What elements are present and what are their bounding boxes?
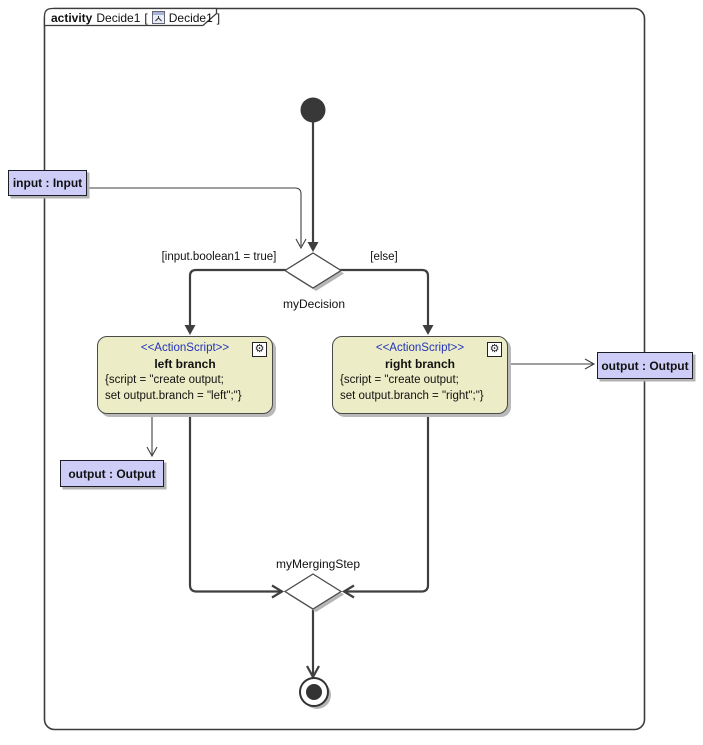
edge-decision-to-right-branch[interactable] <box>340 268 430 329</box>
arrowhead-input-to-decision <box>295 238 307 250</box>
decision-node[interactable] <box>283 252 343 289</box>
frame-name-tab[interactable] <box>43 7 218 27</box>
action-script-line2: set output.branch = "right";"} <box>340 390 484 402</box>
output-parameter-right-label: output : Output <box>601 358 689 373</box>
gear-icon: ⚙ <box>487 342 502 357</box>
gear-icon: ⚙ <box>252 342 267 357</box>
arrowhead-initial-to-decision <box>307 242 319 252</box>
arrowhead-decision-to-right-branch <box>422 325 434 335</box>
activity-diagram-icon <box>151 11 165 24</box>
decision-name-label[interactable]: myDecision <box>282 297 345 311</box>
output-parameter-node-right[interactable]: output : Output <box>597 352 693 379</box>
frame-diagram-name: Decide1 <box>168 10 213 25</box>
initial-node[interactable] <box>300 97 326 123</box>
stereotype-label: <<ActionScript>> <box>140 342 230 354</box>
stereotype-label: <<ActionScript>> <box>375 342 465 354</box>
frame-header[interactable]: activity Decide1 [ Decide1 ] <box>51 10 220 25</box>
arrowhead-left-branch-to-merge <box>271 584 285 599</box>
arrowhead-right-branch-to-merge <box>341 584 355 599</box>
input-parameter-node[interactable]: input : Input <box>8 170 87 196</box>
action-name: right branch <box>384 357 455 371</box>
output-parameter-node-left[interactable]: output : Output <box>60 460 164 487</box>
arrowhead-decision-to-left-branch <box>184 325 196 335</box>
arrowhead-left-branch-to-output <box>146 446 158 458</box>
input-parameter-label: input : Input <box>12 176 83 190</box>
action-node-right-branch[interactable]: ⚙ <<ActionScript>> right branch {script … <box>332 336 508 414</box>
action-script-line2: set output.branch = "left";"} <box>105 390 242 402</box>
edge-left-branch-to-merge[interactable] <box>188 415 280 593</box>
edge-decision-to-left-branch[interactable] <box>188 268 286 329</box>
action-script-line1: {script = "create output; <box>105 374 224 386</box>
edge-right-branch-to-merge[interactable] <box>345 415 430 593</box>
frame-open-bracket: [ <box>144 10 148 25</box>
final-node-core <box>306 684 322 700</box>
arrowhead-right-branch-to-output <box>584 358 596 370</box>
guard-label-true[interactable]: [input.boolean1 = true] <box>161 251 277 263</box>
merge-node[interactable] <box>283 573 343 610</box>
frame-close-bracket: ] <box>216 10 221 25</box>
edge-input-to-decision[interactable] <box>86 187 302 246</box>
output-parameter-left-label: output : Output <box>68 466 156 481</box>
arrowhead-merge-to-final <box>306 665 320 680</box>
guard-label-else[interactable]: [else] <box>370 251 398 263</box>
action-script-line1: {script = "create output; <box>340 374 459 386</box>
frame-kind-label: activity <box>51 10 93 25</box>
frame-name-label: Decide1 <box>96 10 141 25</box>
merge-name-label[interactable]: myMergingStep <box>275 557 361 571</box>
action-name: left branch <box>154 357 216 371</box>
action-node-left-branch[interactable]: ⚙ <<ActionScript>> left branch {script =… <box>97 336 273 414</box>
